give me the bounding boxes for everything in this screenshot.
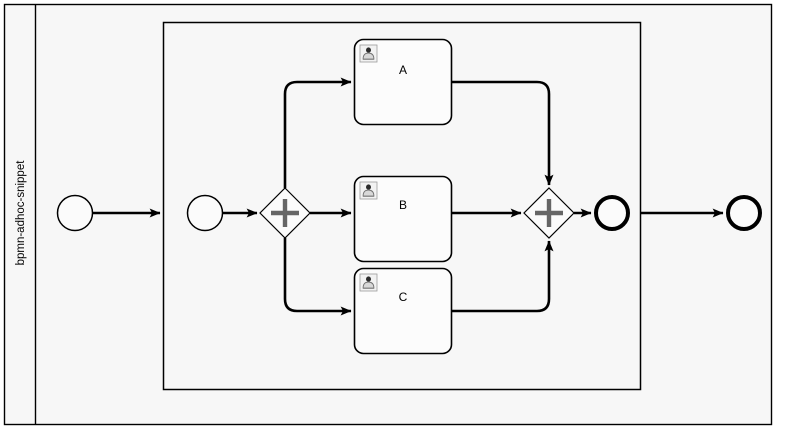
task-b[interactable]: B: [353, 175, 453, 263]
user-icon: [359, 273, 378, 292]
parallel-marker-icon: [271, 199, 299, 227]
flow-split-to-task-c[interactable]: [283, 238, 352, 316]
end-event-circle: [726, 195, 762, 231]
outer-start-event[interactable]: [56, 194, 94, 232]
parallel-marker-icon: [535, 199, 563, 227]
user-icon: [359, 44, 378, 63]
flow-task-c-to-join[interactable]: [452, 240, 554, 313]
start-event-circle: [186, 194, 224, 232]
end-event-circle: [594, 195, 630, 231]
task-b-box: [353, 175, 453, 263]
task-b-label: B: [399, 198, 407, 212]
task-c-box: [353, 267, 453, 355]
flow-task-a-to-join[interactable]: [452, 80, 554, 186]
parallel-gateway-split[interactable]: [259, 187, 311, 239]
flow-split-to-task-a[interactable]: [283, 77, 352, 188]
task-a-label: A: [399, 63, 407, 77]
inner-start-event[interactable]: [186, 194, 224, 232]
user-icon: [359, 181, 378, 200]
pool-label: bpmn-adhoc-snippet: [15, 160, 27, 266]
task-c[interactable]: C: [353, 267, 453, 355]
task-a-box: [353, 38, 453, 126]
sequence-flow-layer: [93, 77, 724, 316]
outer-end-event[interactable]: [726, 195, 762, 231]
parallel-gateway-join[interactable]: [523, 187, 575, 239]
start-event-circle: [56, 194, 94, 232]
task-a[interactable]: A: [353, 38, 453, 126]
task-c-label: C: [399, 290, 408, 304]
inner-end-event[interactable]: [594, 195, 630, 231]
